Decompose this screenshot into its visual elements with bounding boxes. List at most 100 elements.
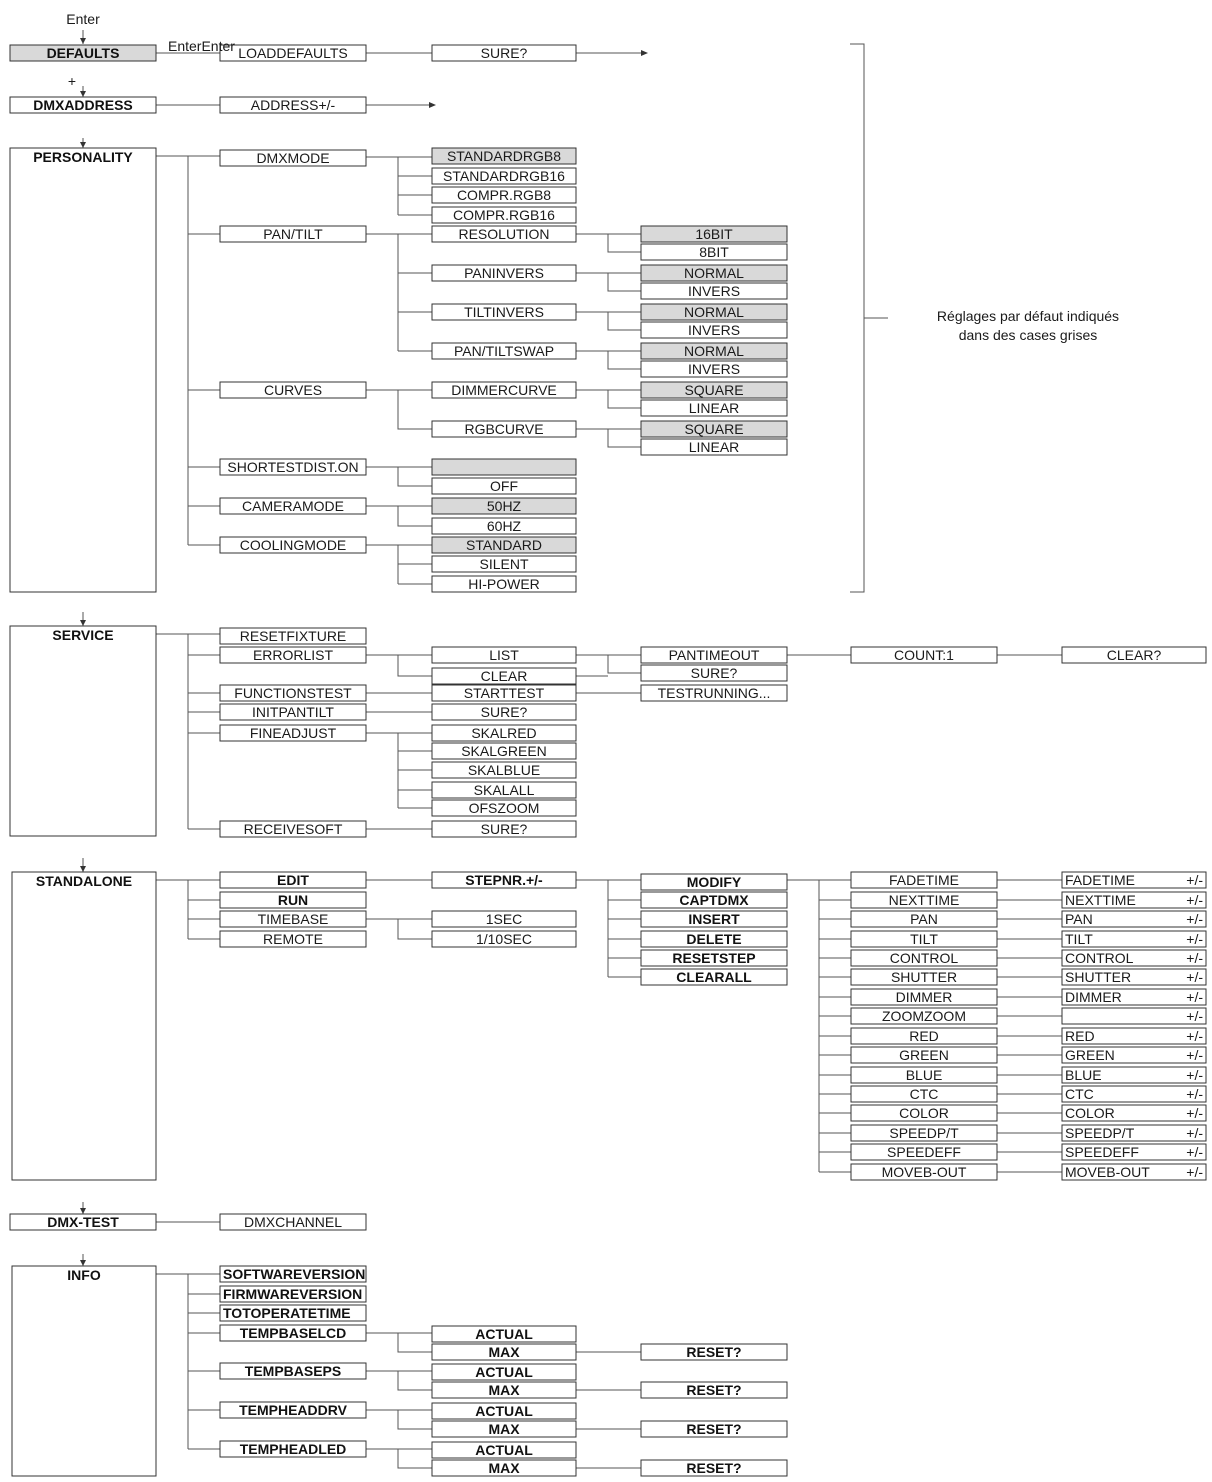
- cm_hipower-box: [431, 575, 577, 593]
- sd_off-box: [431, 477, 577, 495]
- param-adjust-label: +/-: [1186, 969, 1203, 985]
- dmxtest-box: [9, 1213, 157, 1231]
- t4_reset-box: [640, 1459, 788, 1477]
- comprrgb16-label: COMPR.RGB16: [453, 207, 555, 223]
- comprrgb8-label: COMPR.RGB8: [457, 187, 551, 203]
- connector: [397, 467, 432, 487]
- edit-label: EDIT: [277, 872, 309, 888]
- sure_init-box: [431, 703, 577, 721]
- tempbaseps-label: TEMPBASEPS: [245, 1363, 341, 1379]
- testrunning-label: TESTRUNNING...: [658, 685, 771, 701]
- dimmercurve-label: DIMMERCURVE: [451, 382, 557, 398]
- defaults-box: [9, 44, 157, 62]
- coolingmode-label: COOLINGMODE: [240, 537, 347, 553]
- curves-box: [219, 381, 367, 399]
- dmxaddress-box: [9, 96, 157, 114]
- connector: [397, 1371, 432, 1391]
- service-label: SERVICE: [52, 627, 113, 643]
- param-value-label: NEXTTIME: [1065, 892, 1136, 908]
- address-box: [219, 96, 367, 114]
- resetstep-label: RESETSTEP: [672, 950, 755, 966]
- param-value-box: [1061, 988, 1207, 1006]
- param-value-label: SHUTTER: [1065, 969, 1131, 985]
- connector: [397, 506, 432, 527]
- pantilt-label: PAN/TILT: [263, 226, 323, 242]
- modify-box: [640, 873, 788, 891]
- dmxchannel-label: DMXCHANNEL: [244, 1214, 342, 1230]
- param-label: BLUE: [906, 1067, 943, 1083]
- pi_invers-label: INVERS: [688, 283, 740, 299]
- dmxchannel-box: [219, 1213, 367, 1231]
- ti_normal-box: [640, 303, 788, 321]
- t4_max-box: [431, 1459, 577, 1477]
- bit8-label: 8BIT: [699, 244, 729, 260]
- param-value-box: [1061, 871, 1207, 889]
- initpantilt-label: INITPANTILT: [252, 704, 334, 720]
- dmxmode-box: [219, 149, 367, 167]
- rc_square-box: [640, 420, 788, 438]
- t3_max-label: MAX: [488, 1421, 520, 1437]
- sure_clear-box: [640, 664, 788, 682]
- personality-label: PERSONALITY: [33, 149, 133, 165]
- shortestdist-label: SHORTESTDIST.ON: [227, 459, 358, 475]
- softwareversion-label: SOFTWAREVERSION: [223, 1266, 365, 1282]
- t1_actual-label: ACTUAL: [475, 1326, 533, 1342]
- personality-box: [9, 147, 157, 593]
- connector: [397, 655, 432, 677]
- param-box: [850, 910, 998, 928]
- cm_silent-label: SILENT: [479, 556, 528, 572]
- pi_normal-box: [640, 264, 788, 282]
- info-box: [11, 1265, 157, 1477]
- insert-label: INSERT: [688, 911, 740, 927]
- t3_reset-label: RESET?: [686, 1421, 741, 1437]
- cm_standard-label: STANDARD: [466, 537, 542, 553]
- timebase-box: [219, 910, 367, 928]
- service-box: [9, 625, 157, 837]
- ofszoom-label: OFSZOOM: [469, 800, 540, 816]
- captdmx-label: CAPTDMX: [679, 892, 749, 908]
- param-value-box: [1061, 968, 1207, 986]
- param-box: [850, 1085, 998, 1103]
- standardrgb8-label: STANDARDRGB8: [447, 148, 561, 164]
- param-box: [850, 930, 998, 948]
- param-label: SPEEDP/T: [889, 1125, 959, 1141]
- param-box: [850, 871, 998, 889]
- cm_silent-box: [431, 555, 577, 573]
- bit16-box: [640, 225, 788, 243]
- param-label: COLOR: [899, 1105, 949, 1121]
- loaddefaults-box: [219, 44, 367, 62]
- param-adjust-label: +/-: [1186, 1086, 1203, 1102]
- param-value-label: SPEEDP/T: [1065, 1125, 1135, 1141]
- clearq-box: [1061, 646, 1207, 664]
- connector: [607, 429, 641, 448]
- t3_max-box: [431, 1420, 577, 1438]
- errorlist-label: ERRORLIST: [253, 647, 334, 663]
- tiltinvers-box: [431, 303, 577, 321]
- param-label: GREEN: [899, 1047, 949, 1063]
- param-adjust-label: +/-: [1186, 1067, 1203, 1083]
- t2_reset-label: RESET?: [686, 1382, 741, 1398]
- param-value-label: SPEEDEFF: [1065, 1144, 1139, 1160]
- param-label: SPEEDEFF: [887, 1144, 961, 1160]
- paninvers-box: [431, 264, 577, 282]
- run-box: [219, 891, 367, 909]
- param-label: RED: [909, 1028, 939, 1044]
- down-arrow: [80, 1208, 86, 1214]
- tempbaselcd-label: TEMPBASELCD: [240, 1325, 347, 1341]
- count1-box: [850, 646, 998, 664]
- t1_max-box: [431, 1343, 577, 1361]
- rc_linear-box: [640, 438, 788, 456]
- arrow-head: [641, 50, 648, 56]
- skalred-label: SKALRED: [471, 725, 536, 741]
- param-value-label: CTC: [1065, 1086, 1094, 1102]
- t4_reset-label: RESET?: [686, 1460, 741, 1476]
- clearq-label: CLEAR?: [1107, 647, 1162, 663]
- legend-line-1: Réglages par défaut indiqués: [937, 308, 1119, 324]
- param-adjust-label: +/-: [1186, 1028, 1203, 1044]
- standardrgb8-box: [431, 147, 577, 165]
- t3_reset-box: [640, 1420, 788, 1438]
- firmwareversion-label: FIRMWAREVERSION: [223, 1286, 362, 1302]
- pantilt-box: [219, 225, 367, 243]
- t4_actual-box: [431, 1441, 577, 1459]
